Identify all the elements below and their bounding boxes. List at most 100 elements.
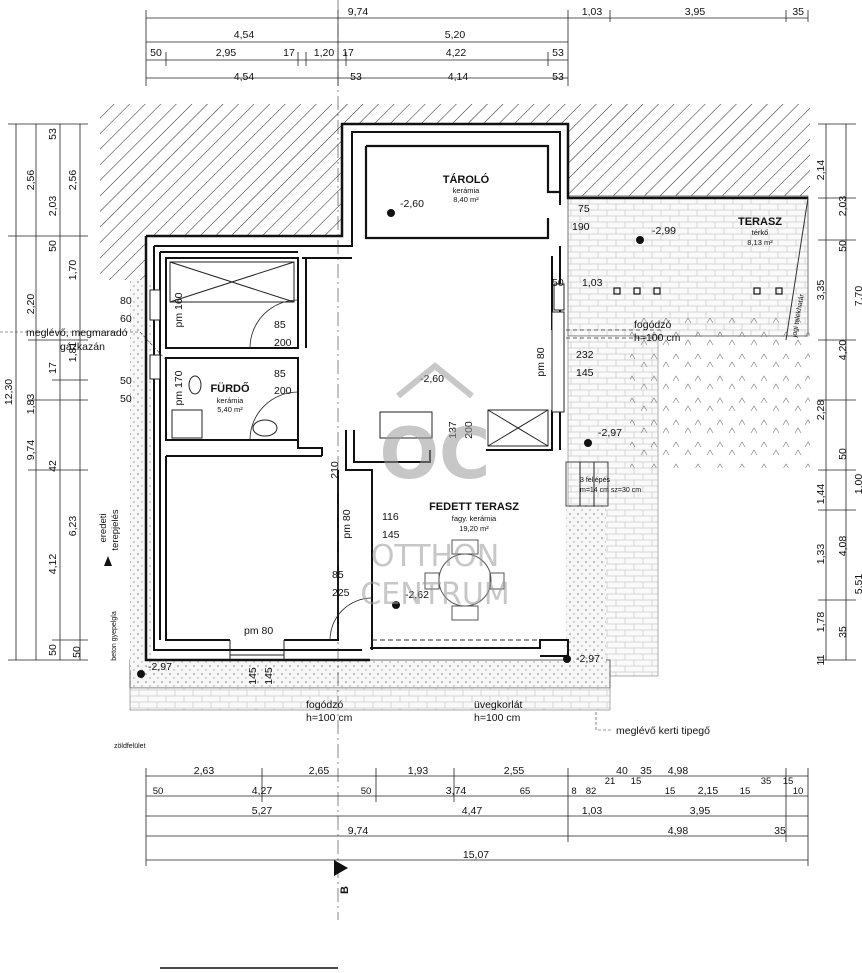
watermark-line-2: CENTRUM xyxy=(360,577,509,612)
dim-open-137: 137 xyxy=(447,421,459,439)
watermark-logo: OC xyxy=(380,413,491,495)
annotations: meglévő, megmaradó gázkazán eredeti tere… xyxy=(0,293,806,750)
dim-left-42: 42 xyxy=(47,460,59,472)
dim-top-17b: 17 xyxy=(342,47,354,59)
dim-bot-35c: 35 xyxy=(774,825,786,837)
dim-bot-82: 82 xyxy=(586,786,597,797)
dim-right-4-20: 4,20 xyxy=(837,340,849,361)
note-beton: beton gyepelgla xyxy=(111,611,118,661)
bottom-dimensions: 2,63 2,65 1,93 2,55 40 35 4,98 50 4,27 5… xyxy=(153,765,804,861)
room-finish-furdo: kerámia xyxy=(217,396,245,405)
dim-bot-8: 8 xyxy=(571,786,576,797)
dim-open-116: 116 xyxy=(382,511,399,523)
dim-open-pm160: pm 160 xyxy=(173,292,185,327)
dim-open-145d: 145 xyxy=(263,667,275,685)
dim-top-1-03: 1,03 xyxy=(582,6,603,18)
dim-bot-50b: 50 xyxy=(361,786,372,797)
note-uvegkorlat: üvegkorlát xyxy=(474,699,523,711)
dim-bot-5-27: 5,27 xyxy=(252,805,273,817)
paving-bottom xyxy=(129,687,611,711)
gravel-right xyxy=(566,505,606,665)
dim-left-2-03: 2,03 xyxy=(47,196,59,217)
dim-right-11: 11 xyxy=(815,654,827,665)
room-name-taroló: TÁROLÓ xyxy=(443,173,490,186)
eredeti-arrow-icon xyxy=(104,556,112,566)
dim-top-5-20: 5,20 xyxy=(445,29,466,41)
room-finish-taroló: kerámia xyxy=(453,186,481,195)
dim-open-210: 210 xyxy=(329,461,341,479)
dim-top-53b: 53 xyxy=(350,71,362,83)
dim-bot-15b: 15 xyxy=(665,786,676,797)
level-bottom-left: -2,97 xyxy=(148,661,172,673)
dim-right-2-14: 2,14 xyxy=(815,160,827,181)
dim-right-2-28: 2,28 xyxy=(815,400,827,421)
room-area-furdo: 5,40 m² xyxy=(217,405,243,414)
dim-bot-4-27: 4,27 xyxy=(252,785,273,797)
dim-bot-15c: 15 xyxy=(740,786,751,797)
dim-open-pm80a: pm 80 xyxy=(535,347,547,376)
note-kazan-2: gázkazán xyxy=(60,341,105,353)
dim-open-50b: 50 xyxy=(120,393,132,405)
dim-left-1-83: 1,83 xyxy=(25,394,37,415)
dim-top-53a: 53 xyxy=(552,47,564,59)
room-finish-fedett-terasz: fagy. kerámia xyxy=(452,514,497,523)
dim-bot-2-63: 2,63 xyxy=(194,765,215,777)
room-fedett-terasz: FEDETT TERASZ fagy. kerámia 19,20 m² -2,… xyxy=(405,501,519,601)
dim-top-53c: 53 xyxy=(552,71,564,83)
dim-open-190: 190 xyxy=(572,221,590,233)
dim-top-2-95: 2,95 xyxy=(216,47,237,59)
dim-bot-21: 21 xyxy=(605,776,616,787)
dim-left-2-56a: 2,56 xyxy=(25,170,37,191)
left-dimensions: 12,30 2,56 2,20 1,83 9,74 2,56 1,70 1,81… xyxy=(3,128,83,658)
dim-bot-1-93: 1,93 xyxy=(408,765,429,777)
dim-top-3-95: 3,95 xyxy=(685,6,706,18)
dim-left-6-23: 6,23 xyxy=(67,516,79,537)
dim-open-145a: 145 xyxy=(576,367,594,379)
dim-bot-50a: 50 xyxy=(153,786,164,797)
dim-open-1-03: 1,03 xyxy=(582,277,603,289)
dim-bot-4-47: 4,47 xyxy=(462,805,483,817)
dim-open-pm80b: pm 80 xyxy=(341,509,353,538)
room-area-terasz: 8,13 m² xyxy=(747,238,773,247)
fixtures xyxy=(149,261,609,660)
dim-right-2-03: 2,03 xyxy=(837,196,849,217)
dim-top-4-14: 4,14 xyxy=(448,71,469,83)
dim-left-2-56b: 2,56 xyxy=(67,170,79,191)
level-terasz: -2,99 xyxy=(652,225,676,237)
note-fogodzo-1-h: h=100 cm xyxy=(634,332,681,344)
dim-right-4-08: 4,08 xyxy=(837,536,849,557)
right-dimensions: 2,14 3,35 2,28 1,44 1,33 1,78 11 2,03 50… xyxy=(815,160,862,666)
other-levels: -2,60 -2,97 -2,97 -2,97 xyxy=(148,373,622,673)
dim-open-225: 225 xyxy=(332,587,350,599)
dim-open-200a: 200 xyxy=(274,337,292,349)
terrace-posts xyxy=(613,287,783,295)
dim-left-53: 53 xyxy=(47,128,59,140)
room-taroló: TÁROLÓ kerámia 8,40 m² -2,60 xyxy=(400,173,490,210)
plot-boundary-line xyxy=(785,197,809,341)
dim-open-85b: 85 xyxy=(274,368,286,380)
dim-bot-2-65: 2,65 xyxy=(309,765,330,777)
watermark-line-1: OTTHON xyxy=(371,539,499,574)
top-dimensions: 9,74 1,03 3,95 35 4,54 5,20 50 2,95 17 1… xyxy=(150,6,804,83)
dim-open-200c: 200 xyxy=(463,421,475,439)
dim-bot-9-74: 9,74 xyxy=(348,825,369,837)
dim-left-12-30: 12,30 xyxy=(3,379,15,405)
dim-open-200b: 200 xyxy=(274,385,292,397)
dim-top-4-54: 4,54 xyxy=(234,29,255,41)
dim-top-1-20: 1,20 xyxy=(314,47,335,59)
note-fogodzo-2-h: h=100 cm xyxy=(306,712,353,724)
room-furdo: FÜRDŐ kerámia 5,40 m² xyxy=(210,382,250,414)
dim-open-pm80c: pm 80 xyxy=(244,625,273,637)
note-eredeti-2: terepjelés xyxy=(110,509,121,550)
dim-right-7-70: 7,70 xyxy=(853,286,862,307)
handrail-line xyxy=(566,329,662,339)
note-lepcso-2: m=14 cm sz=30 cm xyxy=(580,487,641,494)
dim-open-85a: 85 xyxy=(274,319,286,331)
dim-left-9-74: 9,74 xyxy=(25,440,37,461)
dim-left-50a: 50 xyxy=(47,240,59,252)
dim-top-9-74: 9,74 xyxy=(348,6,369,18)
dim-right-1-44: 1,44 xyxy=(815,484,827,505)
level-bottom-right: -2,97 xyxy=(576,653,600,665)
section-label: B xyxy=(339,886,351,894)
